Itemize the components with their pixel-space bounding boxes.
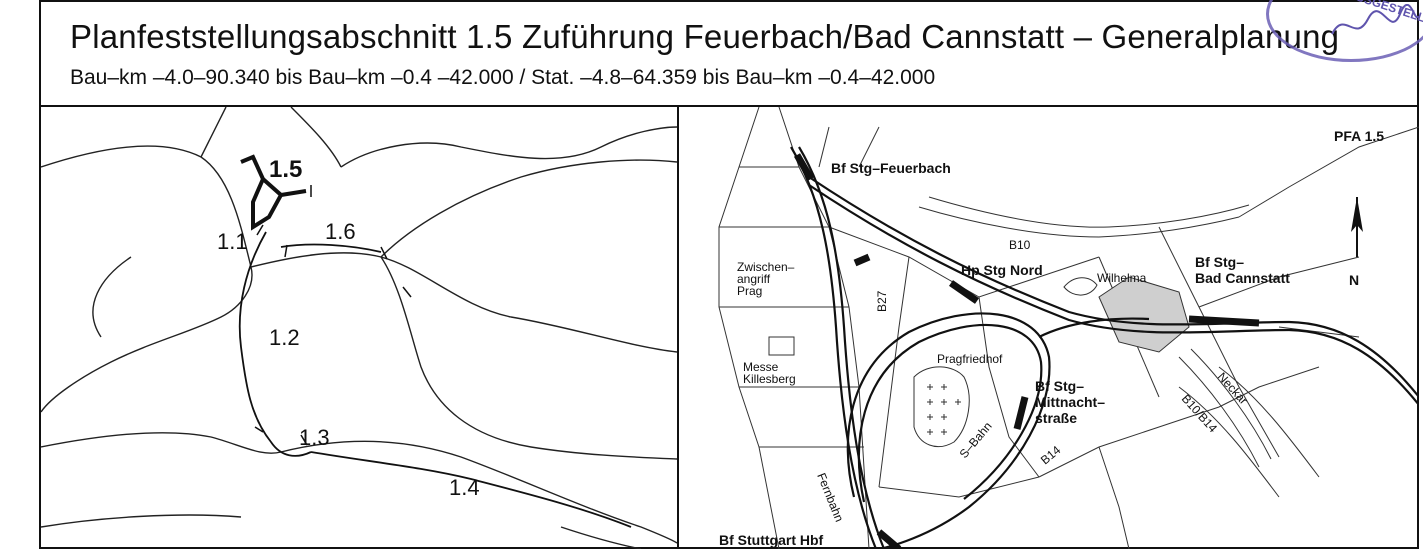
label-zwischen-2: angriff (737, 272, 771, 286)
section-label-1-2: 1.2 (269, 325, 300, 350)
overview-map: 1.5 1.1 1.6 1.2 1.3 1.4 (41, 107, 677, 549)
rail-lines (790, 146, 1419, 549)
section-label-1-4: 1.4 (449, 475, 480, 500)
panel-divider (677, 105, 679, 549)
overview-route (238, 231, 632, 528)
station-markers (793, 153, 1260, 549)
label-pragfriedhof: Pragfriedhof (937, 352, 1003, 366)
drawing-title: Planfeststellungsabschnitt 1.5 Zuführung… (70, 18, 1340, 55)
detail-map: N PFA 1.5 Bf Stg–Feuerbach B10 Hp Stg No… (718, 107, 1419, 549)
label-b10-b14: B10/B14 (1179, 392, 1220, 436)
label-cannstatt-2: Bad Cannstatt (1195, 270, 1290, 286)
neckar-river (1178, 348, 1272, 468)
section-label-1-6: 1.6 (325, 219, 356, 244)
label-mittnacht-2: Mittnacht– (1035, 394, 1105, 410)
north-label: N (1349, 272, 1359, 288)
section-label-1-3: 1.3 (299, 425, 330, 450)
label-b10-top: B10 (1009, 238, 1031, 252)
label-s-bahn: S–Bahn (957, 419, 995, 461)
stamp-signature-icon (1331, 4, 1419, 35)
overview-boundaries (41, 107, 677, 549)
section-label-1-1: 1.1 (217, 229, 248, 254)
drawing-subtitle: Bau–km –4.0–90.340 bis Bau–km –0.4 –42.0… (70, 66, 936, 89)
section-label-1-5: 1.5 (269, 156, 302, 183)
overview-section-1-5-highlight (240, 154, 307, 231)
overview-section-ticks (254, 185, 412, 446)
label-messe-2: Killesberg (743, 372, 796, 386)
pragfriedhof-cemetery (913, 366, 970, 447)
label-messe-1: Messe (743, 360, 779, 374)
label-hp-nord: Hp Stg Nord (961, 262, 1043, 278)
label-zwischen-1: Zwischen– (737, 260, 795, 274)
label-fernbahn: Fernbahn (814, 471, 846, 524)
label-cannstatt-1: Bf Stg– (1195, 254, 1244, 270)
header-divider (39, 105, 1419, 107)
label-mittnacht-1: Bf Stg– (1035, 378, 1084, 394)
label-hbf: Bf Stuttgart Hbf (719, 532, 824, 548)
label-feuerbach: Bf Stg–Feuerbach (831, 160, 951, 176)
label-mittnacht-3: straße (1035, 410, 1077, 426)
drawing-frame (39, 0, 1419, 549)
label-zwischen-3: Prag (737, 284, 762, 298)
north-arrow-icon (1351, 197, 1363, 257)
label-b27: B27 (875, 290, 889, 312)
pfa-label: PFA 1.5 (1334, 128, 1384, 144)
label-b14: B14 (1038, 443, 1064, 468)
label-wilhelma: Wilhelma (1097, 271, 1147, 285)
